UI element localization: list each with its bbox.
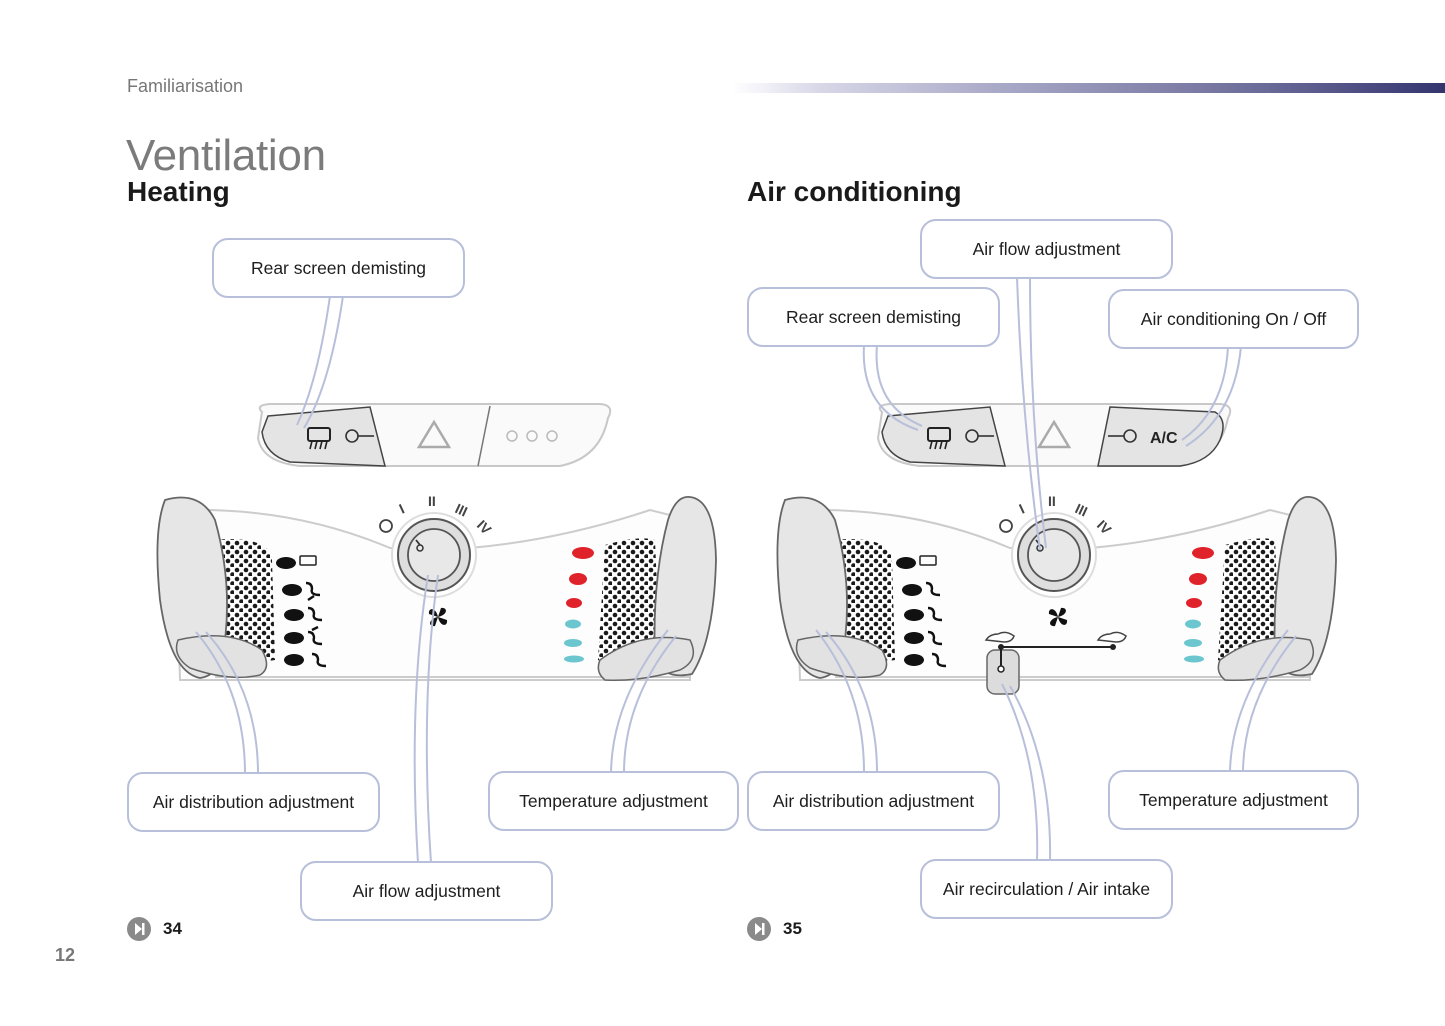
callout-heating-temperature: Temperature adjustment: [488, 771, 739, 831]
ac-button-label: A/C: [1150, 430, 1178, 447]
callout-ac-air-distribution: Air distribution adjustment: [747, 771, 1000, 831]
page-reference-icon: [747, 917, 771, 941]
page-number: 12: [55, 945, 76, 965]
rear-demist-button-icon[interactable]: [307, 427, 374, 450]
ac-temperature-scale: [1184, 547, 1214, 663]
recirculation-slider[interactable]: [984, 631, 1127, 695]
ac-air-flow-knob[interactable]: [1011, 512, 1097, 598]
callout-ac-on-off: Air conditioning On / Off: [1108, 289, 1359, 349]
ac-fan-speed-label-3: III: [1073, 500, 1090, 519]
ac-air-distribution-icons: [896, 555, 947, 668]
ac-button-strip: A/C: [876, 403, 1232, 467]
ac-control-panel: I II III IV: [776, 493, 1337, 695]
heating-page-reference-number: 34: [163, 919, 182, 938]
fan-speed-label-2: II: [428, 493, 436, 509]
page-title: Ventilation: [126, 131, 326, 180]
ac-hazard-warning-icon[interactable]: [1036, 419, 1072, 449]
heating-control-panel: I II III IV: [156, 493, 717, 682]
ac-fan-speed-label-1: I: [1017, 501, 1027, 517]
callout-ac-recirculation: Air recirculation / Air intake: [920, 859, 1173, 919]
callout-heating-air-flow: Air flow adjustment: [300, 861, 553, 921]
air-distribution-icons: [276, 555, 327, 668]
heating-button-strip: [256, 403, 612, 467]
fan-speed-label-4: IV: [474, 517, 495, 538]
header-accent-bar: [732, 83, 1445, 93]
callout-heating-rear-screen: Rear screen demisting: [212, 238, 465, 298]
fan-speed-label-1: I: [397, 501, 407, 517]
air-conditioning-heading: Air conditioning: [747, 176, 962, 207]
callout-ac-temperature: Temperature adjustment: [1108, 770, 1359, 830]
ac-page-reference-number: 35: [783, 919, 802, 938]
page-reference-icon: [127, 917, 151, 941]
heating-leader-lines: [195, 295, 677, 864]
indicator-dots-icon: [506, 430, 558, 442]
ac-fan-icon: [1048, 607, 1068, 627]
air-flow-knob[interactable]: [391, 512, 477, 598]
ac-on-off-button[interactable]: A/C: [1108, 429, 1178, 447]
recirculation-icon: [984, 631, 1015, 643]
callout-ac-air-flow: Air flow adjustment: [920, 219, 1173, 279]
ac-fan-speed-label-4: IV: [1094, 517, 1115, 538]
heating-page-reference[interactable]: 34: [127, 917, 182, 941]
ac-fan-speed-label-2: II: [1048, 493, 1056, 509]
callout-ac-rear-screen: Rear screen demisting: [747, 287, 1000, 347]
fan-speed-label-3: III: [453, 500, 470, 519]
ac-leader-lines: [815, 276, 1297, 862]
hazard-warning-icon[interactable]: [416, 419, 452, 449]
heating-heading: Heating: [127, 176, 230, 207]
ac-page-reference[interactable]: 35: [747, 917, 802, 941]
temperature-scale: [564, 547, 594, 663]
section-label: Familiarisation: [127, 76, 244, 96]
callout-heating-air-distribution: Air distribution adjustment: [127, 772, 380, 832]
fresh-air-intake-icon: [1096, 631, 1127, 643]
ac-rear-demist-button-icon[interactable]: [927, 427, 994, 450]
